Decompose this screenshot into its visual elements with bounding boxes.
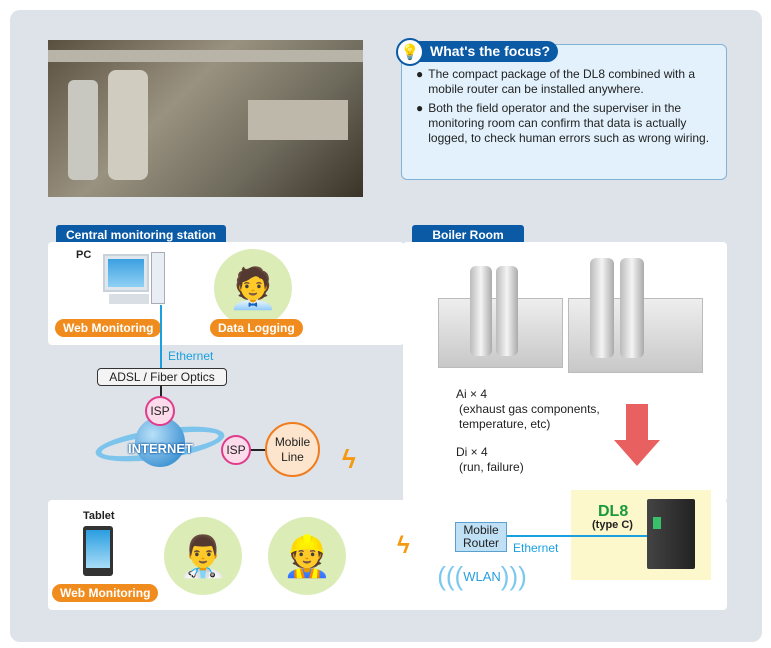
wireless-bolt-icon: ϟ bbox=[397, 532, 410, 559]
wlan-label: WLAN bbox=[463, 568, 501, 584]
boiler-equipment-image bbox=[438, 258, 708, 378]
focus-title: What's the focus? bbox=[410, 41, 558, 62]
focus-bullet: ●Both the field operator and the supervi… bbox=[416, 101, 710, 145]
operator-avatar: 🧑‍💼 bbox=[214, 249, 292, 327]
boiler-room-photo bbox=[48, 40, 363, 197]
central-station-title: Central monitoring station bbox=[56, 225, 226, 245]
isp-node: ISP bbox=[145, 396, 175, 426]
internet-label: INTERNET bbox=[128, 441, 193, 456]
focus-box: ●The compact package of the DL8 combined… bbox=[401, 44, 727, 180]
ethernet-label: Ethernet bbox=[513, 541, 559, 555]
boiler-room-title: Boiler Room bbox=[412, 225, 524, 245]
adsl-box: ADSL / Fiber Optics bbox=[97, 368, 227, 386]
di-label: Di × 4 bbox=[456, 445, 488, 459]
isp-node: ISP bbox=[221, 435, 251, 465]
web-monitoring-badge: Web Monitoring bbox=[52, 584, 159, 602]
focus-bullet: ●The compact package of the DL8 combined… bbox=[416, 67, 696, 96]
tablet-label: Tablet bbox=[83, 510, 115, 522]
tablet-icon bbox=[83, 526, 113, 576]
mobile-line-node: Mobile Line bbox=[265, 422, 320, 477]
dl8-device-image bbox=[647, 499, 695, 569]
pc-label: PC bbox=[76, 249, 92, 261]
superviser-avatar: 👨‍⚕️ bbox=[164, 517, 242, 595]
ethernet-line bbox=[507, 535, 647, 537]
wlan-signal-icon: (((WLAN))) bbox=[437, 560, 527, 591]
wireless-bolt-icon: ϟ bbox=[342, 444, 356, 474]
web-monitoring-badge: Web Monitoring bbox=[55, 319, 162, 337]
dl8-label: DL8 bbox=[598, 503, 629, 520]
field-operator-avatar: 👷 bbox=[268, 517, 346, 595]
lightbulb-icon: 💡 bbox=[396, 38, 424, 66]
pc-icon bbox=[103, 252, 165, 306]
ethernet-label: Ethernet bbox=[168, 349, 214, 363]
data-logging-badge: Data Logging bbox=[210, 319, 303, 337]
di-detail: (run, failure) bbox=[459, 460, 524, 474]
ai-label: Ai × 4 bbox=[456, 387, 488, 401]
ethernet-line bbox=[160, 305, 162, 368]
ai-detail: (exhaust gas components, temperature, et… bbox=[459, 402, 600, 431]
dl8-type: (type C) bbox=[592, 519, 633, 531]
down-arrow-icon bbox=[614, 404, 660, 466]
mobile-router-box: Mobile Router bbox=[455, 522, 507, 552]
